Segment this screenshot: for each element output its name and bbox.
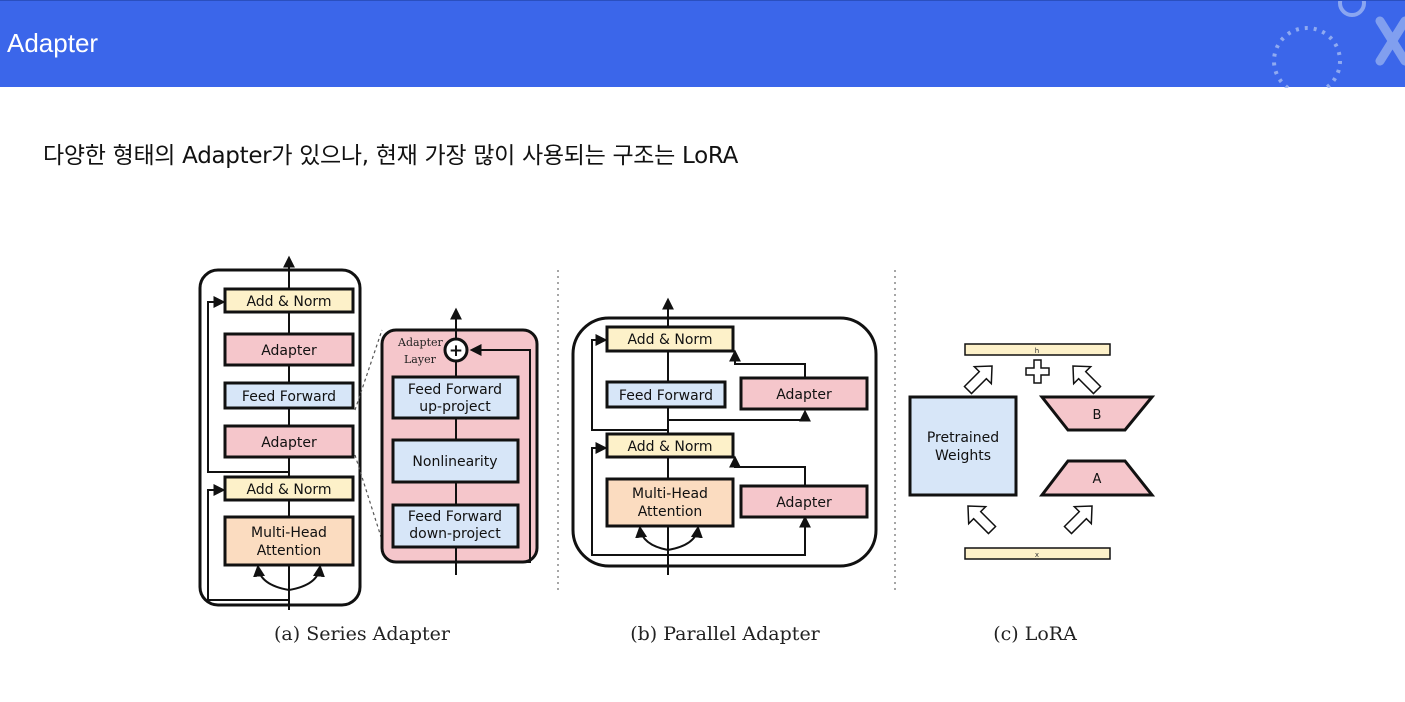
svg-text:Add & Norm: Add & Norm [627, 439, 712, 455]
svg-text:Feed Forward: Feed Forward [408, 509, 502, 525]
svg-text:up-project: up-project [419, 399, 491, 415]
svg-text:Adapter: Adapter [776, 387, 832, 403]
parallel-add-norm-bottom: Add & Norm [605, 432, 735, 459]
svg-text:Feed Forward: Feed Forward [408, 382, 502, 398]
nonlinearity: Nonlinearity [391, 438, 520, 484]
pretrained-weights-box: Pretrained Weights [908, 395, 1018, 497]
ff-up-project: Feed Forward up-project [391, 375, 520, 420]
svg-text:Layer: Layer [404, 353, 437, 366]
svg-text:Nonlinearity: Nonlinearity [412, 454, 497, 470]
svg-text:Adapter: Adapter [261, 343, 317, 359]
svg-text:x: x [1035, 551, 1039, 559]
ring-icon [1338, 1, 1366, 17]
svg-text:Add & Norm: Add & Norm [246, 294, 331, 310]
svg-text:Attention: Attention [257, 543, 322, 559]
svg-text:Weights: Weights [935, 448, 991, 464]
hollow-arrow-icons [963, 365, 1102, 535]
header-decoration [1272, 1, 1405, 88]
svg-text:A: A [1093, 472, 1102, 487]
svg-text:Feed Forward: Feed Forward [242, 389, 336, 405]
svg-text:Multi-Head: Multi-Head [251, 525, 327, 541]
parallel-adapter-diagram: Add & Norm Feed Forward Adapter Add & No… [571, 297, 878, 645]
svg-text:Multi-Head: Multi-Head [632, 486, 708, 502]
svg-text:Add & Norm: Add & Norm [627, 332, 712, 348]
svg-text:Attention: Attention [638, 504, 703, 520]
lora-h-bar: h [964, 343, 1111, 356]
series-adapter-top: Adapter [223, 332, 355, 367]
lora-x-bar: x [964, 547, 1111, 560]
series-feed-forward: Feed Forward [223, 381, 355, 410]
parallel-add-norm-top: Add & Norm [605, 325, 735, 353]
svg-text:Adapter: Adapter [261, 435, 317, 451]
svg-text:Pretrained: Pretrained [927, 430, 999, 446]
plus-icon [1025, 359, 1050, 384]
svg-text:Adapter: Adapter [776, 495, 832, 511]
svg-text:B: B [1093, 408, 1102, 423]
adapter-figure: Add & Norm Adapter Feed Forward Adapter … [198, 255, 1156, 645]
svg-text:down-project: down-project [409, 526, 501, 542]
parallel-feed-forward: Feed Forward [605, 380, 727, 409]
series-add-norm-top: Add & Norm [223, 287, 355, 314]
parallel-adapter-bottom: Adapter [739, 484, 869, 519]
header-bar: Adapter [0, 0, 1405, 88]
svg-text:h: h [1035, 347, 1039, 355]
parallel-adapter-top: Adapter [739, 376, 869, 411]
svg-text:Adapter: Adapter [397, 336, 444, 349]
parallel-caption: (b) Parallel Adapter [630, 623, 820, 645]
dotted-ring-icon [1272, 26, 1342, 88]
lora-a-trapezoid: A [1038, 459, 1156, 497]
slide-subtitle: 다양한 형태의 Adapter가 있으나, 현재 가장 많이 사용되는 구조는 … [43, 143, 739, 169]
svg-text:+: + [449, 341, 463, 361]
parallel-multi-head-attention: Multi-Head Attention [605, 477, 735, 528]
series-add-norm-bottom: Add & Norm [223, 475, 355, 502]
page-title: Adapter [7, 28, 99, 58]
ff-down-project: Feed Forward down-project [391, 503, 520, 549]
series-caption: (a) Series Adapter [274, 623, 451, 645]
lora-b-trapezoid: B [1038, 395, 1156, 432]
x-mark-icon [1375, 16, 1405, 66]
svg-text:Feed Forward: Feed Forward [619, 388, 713, 404]
adapter-layer-detail: + Adapter Layer Feed Forward up-project … [380, 307, 539, 575]
svg-text:Add & Norm: Add & Norm [246, 482, 331, 498]
lora-caption: (c) LoRA [993, 623, 1077, 645]
add-circle-icon [443, 337, 469, 363]
series-adapter-diagram: Add & Norm Adapter Feed Forward Adapter … [198, 255, 539, 645]
lora-diagram: h x Pretrained Weights B A (c) Lo [908, 343, 1156, 645]
series-adapter-bottom: Adapter [223, 424, 355, 459]
series-multi-head-attention: Multi-Head Attention [223, 515, 355, 567]
